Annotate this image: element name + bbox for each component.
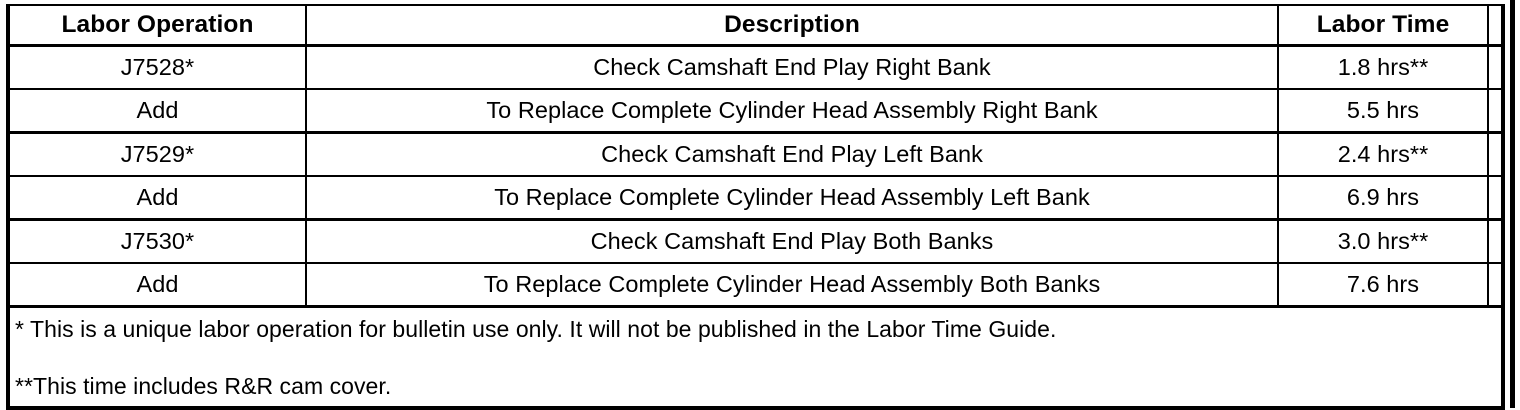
footnote-single-asterisk: * This is a unique labor operation for b… <box>15 316 1057 342</box>
cell-spacer <box>1487 262 1505 307</box>
cell-labor-time: 6.9 hrs <box>1277 175 1489 220</box>
cell-spacer <box>1487 131 1505 177</box>
footnote-row: * This is a unique labor operation for b… <box>6 305 1505 410</box>
table-row: Add To Replace Complete Cylinder Head As… <box>6 175 1505 220</box>
column-header-description: Description <box>305 4 1279 47</box>
cell-spacer <box>1487 88 1505 133</box>
table-header-row: Labor Operation Description Labor Time <box>6 4 1505 47</box>
table-row: J7530* Check Camshaft End Play Both Bank… <box>6 218 1505 264</box>
cell-description: Check Camshaft End Play Left Bank <box>305 131 1279 177</box>
cell-labor-time: 1.8 hrs** <box>1277 44 1489 90</box>
cell-description: Check Camshaft End Play Right Bank <box>305 44 1279 90</box>
cell-spacer <box>1487 44 1505 90</box>
footnote-cell: * This is a unique labor operation for b… <box>6 305 1505 410</box>
cell-labor-operation: J7530* <box>6 218 307 264</box>
column-header-labor-operation: Labor Operation <box>6 4 307 47</box>
cell-description: To Replace Complete Cylinder Head Assemb… <box>305 262 1279 307</box>
cell-labor-operation: Add <box>6 262 307 307</box>
table-row: Add To Replace Complete Cylinder Head As… <box>6 262 1505 307</box>
cell-labor-time: 5.5 hrs <box>1277 88 1489 133</box>
table-row: J7528* Check Camshaft End Play Right Ban… <box>6 44 1505 90</box>
cell-description: Check Camshaft End Play Both Banks <box>305 218 1279 264</box>
cell-labor-operation: J7529* <box>6 131 307 177</box>
cell-labor-operation: Add <box>6 88 307 133</box>
cell-description: To Replace Complete Cylinder Head Assemb… <box>305 88 1279 133</box>
cell-labor-time: 3.0 hrs** <box>1277 218 1489 264</box>
table-row: Add To Replace Complete Cylinder Head As… <box>6 88 1505 133</box>
cell-labor-operation: J7528* <box>6 44 307 90</box>
cell-labor-time: 2.4 hrs** <box>1277 131 1489 177</box>
labor-operation-table: Labor Operation Description Labor Time J… <box>6 4 1505 410</box>
footnote-double-asterisk: **This time includes R&R cam cover. <box>15 373 392 399</box>
column-header-labor-time: Labor Time <box>1277 4 1489 47</box>
cell-labor-operation: Add <box>6 175 307 220</box>
cell-spacer <box>1487 218 1505 264</box>
cell-spacer <box>1487 175 1505 220</box>
table-row: J7529* Check Camshaft End Play Left Bank… <box>6 131 1505 177</box>
cell-labor-time: 7.6 hrs <box>1277 262 1489 307</box>
table-header: Labor Operation Description Labor Time <box>6 4 1505 47</box>
table-body: J7528* Check Camshaft End Play Right Ban… <box>6 44 1505 410</box>
page-edge-rule <box>1510 0 1515 408</box>
cell-description: To Replace Complete Cylinder Head Assemb… <box>305 175 1279 220</box>
column-header-spacer <box>1487 4 1505 47</box>
